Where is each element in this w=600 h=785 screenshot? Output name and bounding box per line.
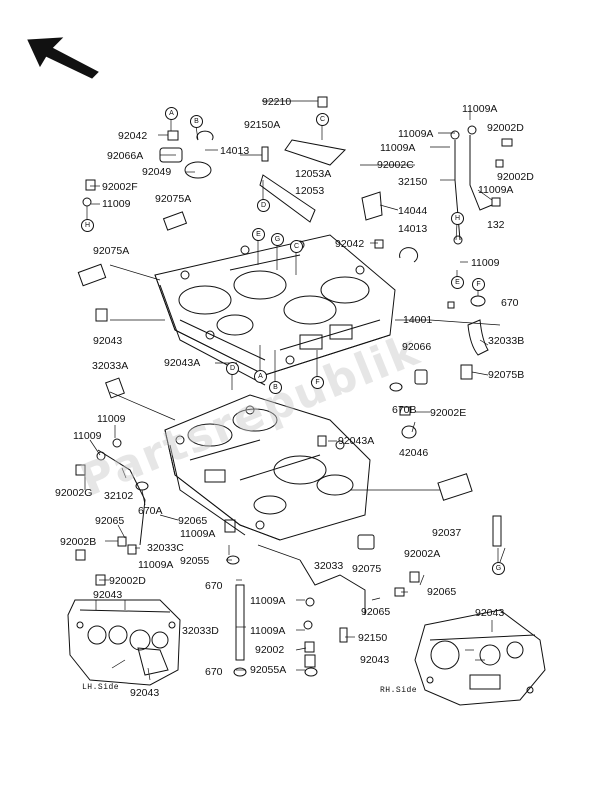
part-label: 92043 xyxy=(93,589,123,601)
leader-lines xyxy=(85,101,505,680)
part-label: 670B xyxy=(392,404,417,416)
part-label: 11009 xyxy=(471,257,500,269)
part-label: 32033 xyxy=(314,560,344,572)
part-label: 92002 xyxy=(255,644,285,656)
part-label: 32102 xyxy=(104,490,134,502)
callout-a-case: A xyxy=(254,370,267,383)
part-label: 14044 xyxy=(398,205,428,217)
part-label: 32033C xyxy=(147,542,184,554)
part-label: 14013 xyxy=(398,223,428,235)
callout-h-right: H xyxy=(451,212,464,225)
callout-f-case: F xyxy=(311,376,324,389)
callout-stems xyxy=(87,118,498,565)
front-direction-arrow xyxy=(28,38,98,78)
part-label: 92002E xyxy=(430,407,467,419)
part-label: 670 xyxy=(205,580,223,592)
callout-c-case: C xyxy=(290,240,303,253)
part-label: 670A xyxy=(138,505,163,517)
part-label: 11009A xyxy=(380,142,416,154)
part-label: 11009A xyxy=(462,103,498,115)
lh-side-view xyxy=(68,600,180,685)
part-label: 670 xyxy=(205,666,223,678)
callout-d: D xyxy=(257,199,270,212)
callout-g-right: G xyxy=(492,562,505,575)
part-label: 92065 xyxy=(178,515,208,527)
callout-a: A xyxy=(165,107,178,120)
part-label: 92002C xyxy=(377,159,414,171)
part-label: 92037 xyxy=(432,527,462,539)
part-label: 92002A xyxy=(404,548,441,560)
part-label: 92065 xyxy=(361,606,391,618)
part-label: 92043A xyxy=(338,435,375,447)
part-label: 42046 xyxy=(399,447,429,459)
part-label: 92043 xyxy=(360,654,390,666)
part-label: 92055 xyxy=(180,555,210,567)
rh-side-view xyxy=(415,610,545,705)
part-label: 32033B xyxy=(488,335,525,347)
callout-e-right: E xyxy=(451,276,464,289)
part-label: 14001 xyxy=(403,314,433,326)
part-label: 92150 xyxy=(358,632,388,644)
part-label: 92002G xyxy=(55,487,93,499)
part-label: 92043 xyxy=(475,607,505,619)
part-label: 92002D xyxy=(487,122,524,134)
part-label: 92002D xyxy=(497,171,534,183)
part-label: 92075B xyxy=(488,369,525,381)
part-label: 92075A xyxy=(155,193,192,205)
lower-crankcase xyxy=(165,395,370,540)
part-label: 92002B xyxy=(60,536,97,548)
rh-side-label: RH.Side xyxy=(380,686,418,695)
part-label: 92065 xyxy=(95,515,125,527)
part-label: 92049 xyxy=(142,166,172,178)
part-label: 11009 xyxy=(73,430,102,442)
part-label: 92043 xyxy=(93,335,123,347)
part-label: 12053 xyxy=(295,185,325,197)
part-label: 11009 xyxy=(102,198,131,210)
part-label: 12053A xyxy=(295,168,332,180)
part-label: 11009A xyxy=(180,528,216,540)
part-label: 92075A xyxy=(93,245,130,257)
part-label: 92043A xyxy=(164,357,201,369)
callout-d-case: D xyxy=(226,362,239,375)
part-label: 132 xyxy=(487,219,505,231)
part-label: 92002D xyxy=(109,575,146,587)
part-label: 11009A xyxy=(250,625,286,637)
part-label: 92042 xyxy=(118,130,148,142)
lh-side-label: LH.Side xyxy=(82,683,120,692)
part-label: 92066A xyxy=(107,150,144,162)
callout-g: G xyxy=(271,233,284,246)
callout-b: B xyxy=(190,115,203,128)
part-label: 670 xyxy=(501,297,519,309)
callout-f: F xyxy=(472,278,485,291)
part-label: 11009A xyxy=(478,184,514,196)
part-label: 92075 xyxy=(352,563,382,575)
part-label: 92002F xyxy=(102,181,138,193)
part-label: 11009A xyxy=(138,559,174,571)
callout-h: H xyxy=(81,219,94,232)
callout-e: E xyxy=(252,228,265,241)
part-label: 92065 xyxy=(427,586,457,598)
callout-c: C xyxy=(316,113,329,126)
part-label: 92042 xyxy=(335,238,365,250)
part-label: 92043 xyxy=(130,687,160,699)
callout-b-case: B xyxy=(269,381,282,394)
part-label: 11009 xyxy=(97,413,126,425)
part-label: 11009A xyxy=(250,595,286,607)
part-label: 92066 xyxy=(402,341,432,353)
part-label: 92055A xyxy=(250,664,287,676)
part-label: 11009A xyxy=(398,128,434,140)
part-label: 32033D xyxy=(182,625,219,637)
part-label: 92210 xyxy=(262,96,292,108)
part-label: 32150 xyxy=(398,176,428,188)
part-label: 32033A xyxy=(92,360,129,372)
part-label: 14013 xyxy=(220,145,250,157)
part-label: 92150A xyxy=(244,119,281,131)
